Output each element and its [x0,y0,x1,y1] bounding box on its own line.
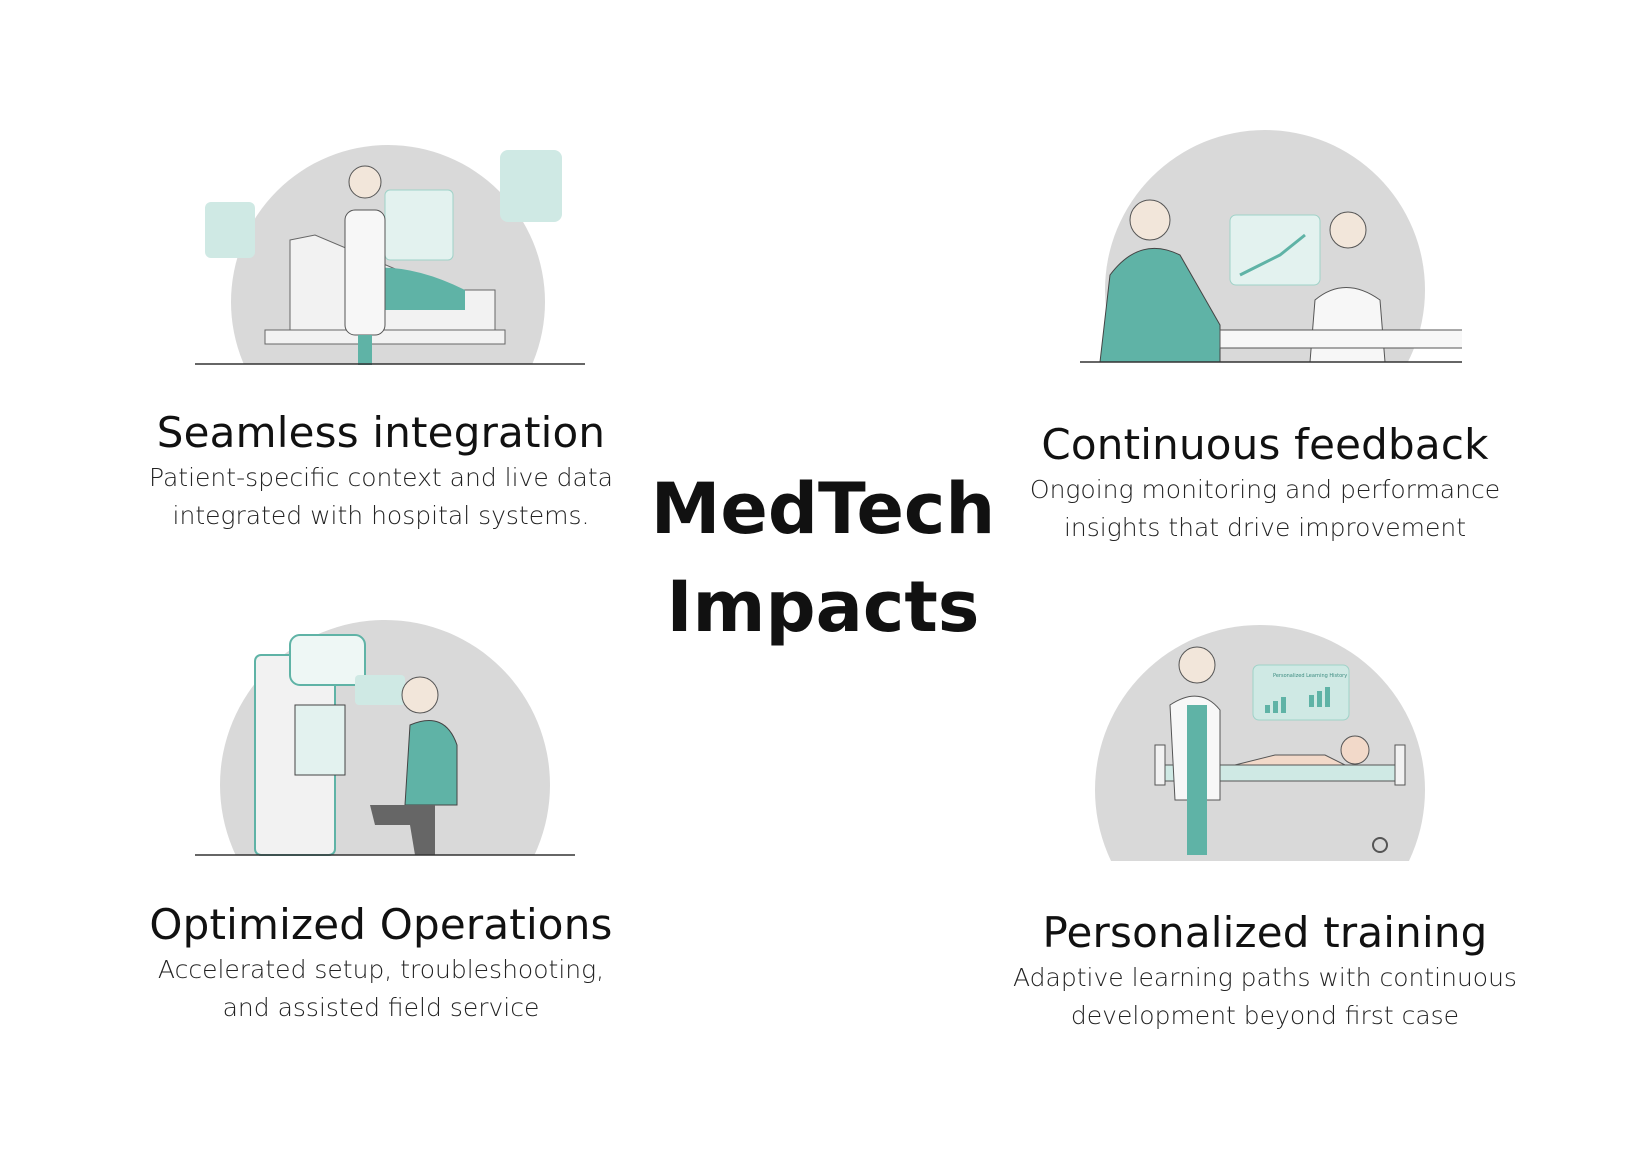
illustration-optimized-operations [195,620,575,856]
desc-line: Adaptive learning paths with continuous [1013,963,1517,992]
desc-line: integrated with hospital systems. [172,501,590,530]
illustration-continuous-feedback [1080,130,1462,363]
card-title-seamless-integration: Seamless integration [156,408,606,457]
desc-line: development beyond first case [1070,1001,1460,1030]
center-title-line2: Impacts [666,566,980,648]
panel-label: Personalized Learning History [1273,673,1347,679]
card-desc-seamless-integration: Patient-specific context and live data i… [61,459,701,535]
card-desc-continuous-feedback: Ongoing monitoring and performance insig… [945,471,1585,547]
card-desc-personalized-training: Adaptive learning paths with continuous … [945,959,1585,1035]
desc-line: Patient-specific context and live data [149,463,613,492]
card-title-personalized-training: Personalized training [1042,908,1488,957]
card-desc-optimized-operations: Accelerated setup, troubleshooting, and … [61,951,701,1027]
center-title: MedTech Impacts [583,460,1063,656]
card-title-continuous-feedback: Continuous feedback [1041,420,1489,469]
illustration-seamless-integration [195,145,585,365]
desc-line: Accelerated setup, troubleshooting, [157,955,605,984]
card-title-optimized-operations: Optimized Operations [149,900,613,949]
desc-line: insights that drive improvement [1063,513,1467,542]
center-title-line1: MedTech [650,468,996,550]
desc-line: Ongoing monitoring and performance [1029,475,1501,504]
illustration-personalized-training: Personalized Learning History [1095,625,1425,861]
desc-line: and assisted field service [222,993,540,1022]
